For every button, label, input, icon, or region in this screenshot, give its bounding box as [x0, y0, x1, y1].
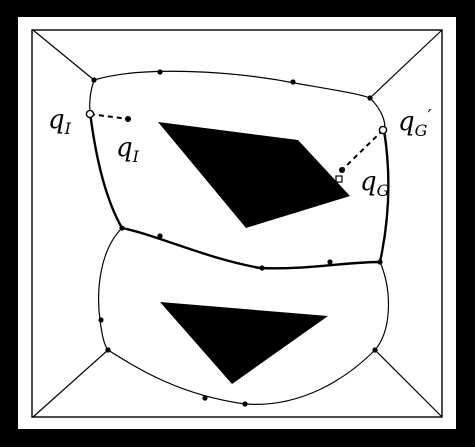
- label-qG-prime: qG′: [398, 106, 432, 140]
- node: [242, 401, 248, 407]
- label-qI-inner: qI: [116, 133, 140, 166]
- connection-points: [85, 109, 388, 135]
- roadmap-nodes: [91, 69, 383, 407]
- node: [367, 95, 373, 101]
- connector-qI: [89, 113, 129, 120]
- node: [372, 347, 378, 353]
- label-qG: qG: [360, 167, 390, 200]
- obstacle-upper: [158, 122, 350, 228]
- diagonal-top-right: [369, 29, 443, 99]
- node: [119, 225, 125, 231]
- upper-left-bold-edge: [88, 111, 124, 229]
- workspace-border: [31, 29, 443, 418]
- corner-diagonals: [32, 29, 443, 418]
- node: [125, 116, 131, 122]
- lower-right-edge: [374, 261, 389, 351]
- node: [202, 395, 208, 401]
- node: [157, 69, 163, 75]
- connector-qG: [341, 129, 384, 171]
- diagonal-bottom-left: [32, 349, 109, 418]
- node: [327, 259, 333, 265]
- upper-left-top-edge: [89, 79, 95, 113]
- node: [339, 167, 345, 173]
- obstacle-lower: [160, 302, 328, 384]
- label-qI-outer: qI: [48, 105, 72, 138]
- node: [98, 317, 104, 323]
- dashed-connectors: [89, 113, 384, 171]
- node: [377, 259, 383, 265]
- qI-connection-point: [85, 109, 95, 119]
- node: [105, 347, 111, 353]
- lower-left-edge: [98, 227, 123, 351]
- roadmap-paths: [88, 70, 390, 405]
- qG-marker: [335, 175, 343, 183]
- node: [290, 79, 296, 85]
- node: [157, 233, 163, 239]
- node: [259, 265, 265, 271]
- diagonal-top-left: [32, 29, 95, 81]
- qG-prime-connection-point: [378, 125, 388, 135]
- upper-top-edge: [93, 70, 371, 99]
- upper-right-bold-edge: [378, 129, 390, 263]
- node: [91, 77, 97, 83]
- diagonal-bottom-right: [374, 349, 443, 418]
